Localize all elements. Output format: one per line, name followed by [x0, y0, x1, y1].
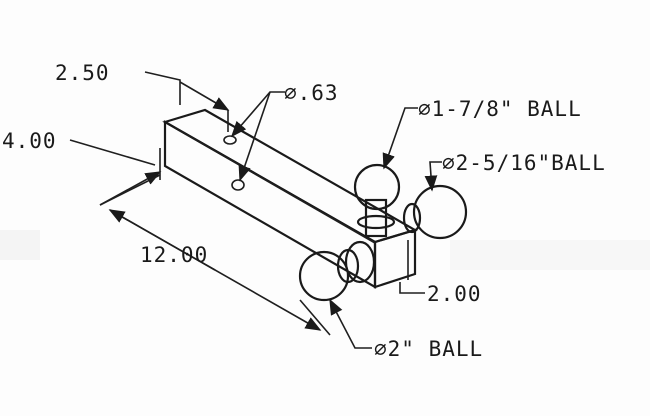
dim-hole-diameter: ∅.63: [284, 81, 339, 105]
ball-1-7-8: [353, 163, 401, 238]
pin-hole-side: [231, 179, 245, 191]
dim-height: 2.00: [427, 282, 482, 306]
pin-hole-top: [223, 135, 237, 145]
dim-ball-1-7-8: ∅1-7/8" BALL: [418, 97, 582, 121]
dimension-lines: [69, 71, 442, 349]
ball-2-5-16: [402, 184, 468, 240]
smudge: [450, 240, 650, 270]
ball-2: [298, 240, 376, 302]
dim-ball-2: ∅2" BALL: [374, 337, 483, 361]
dim-ball-2-5-16: ∅2-5/16"BALL: [442, 151, 606, 175]
dim-length: 12.00: [140, 243, 208, 267]
smudge: [0, 230, 40, 260]
dim-width: 4.00: [2, 129, 57, 153]
dim-hole-spacing: 2.50: [55, 61, 110, 85]
